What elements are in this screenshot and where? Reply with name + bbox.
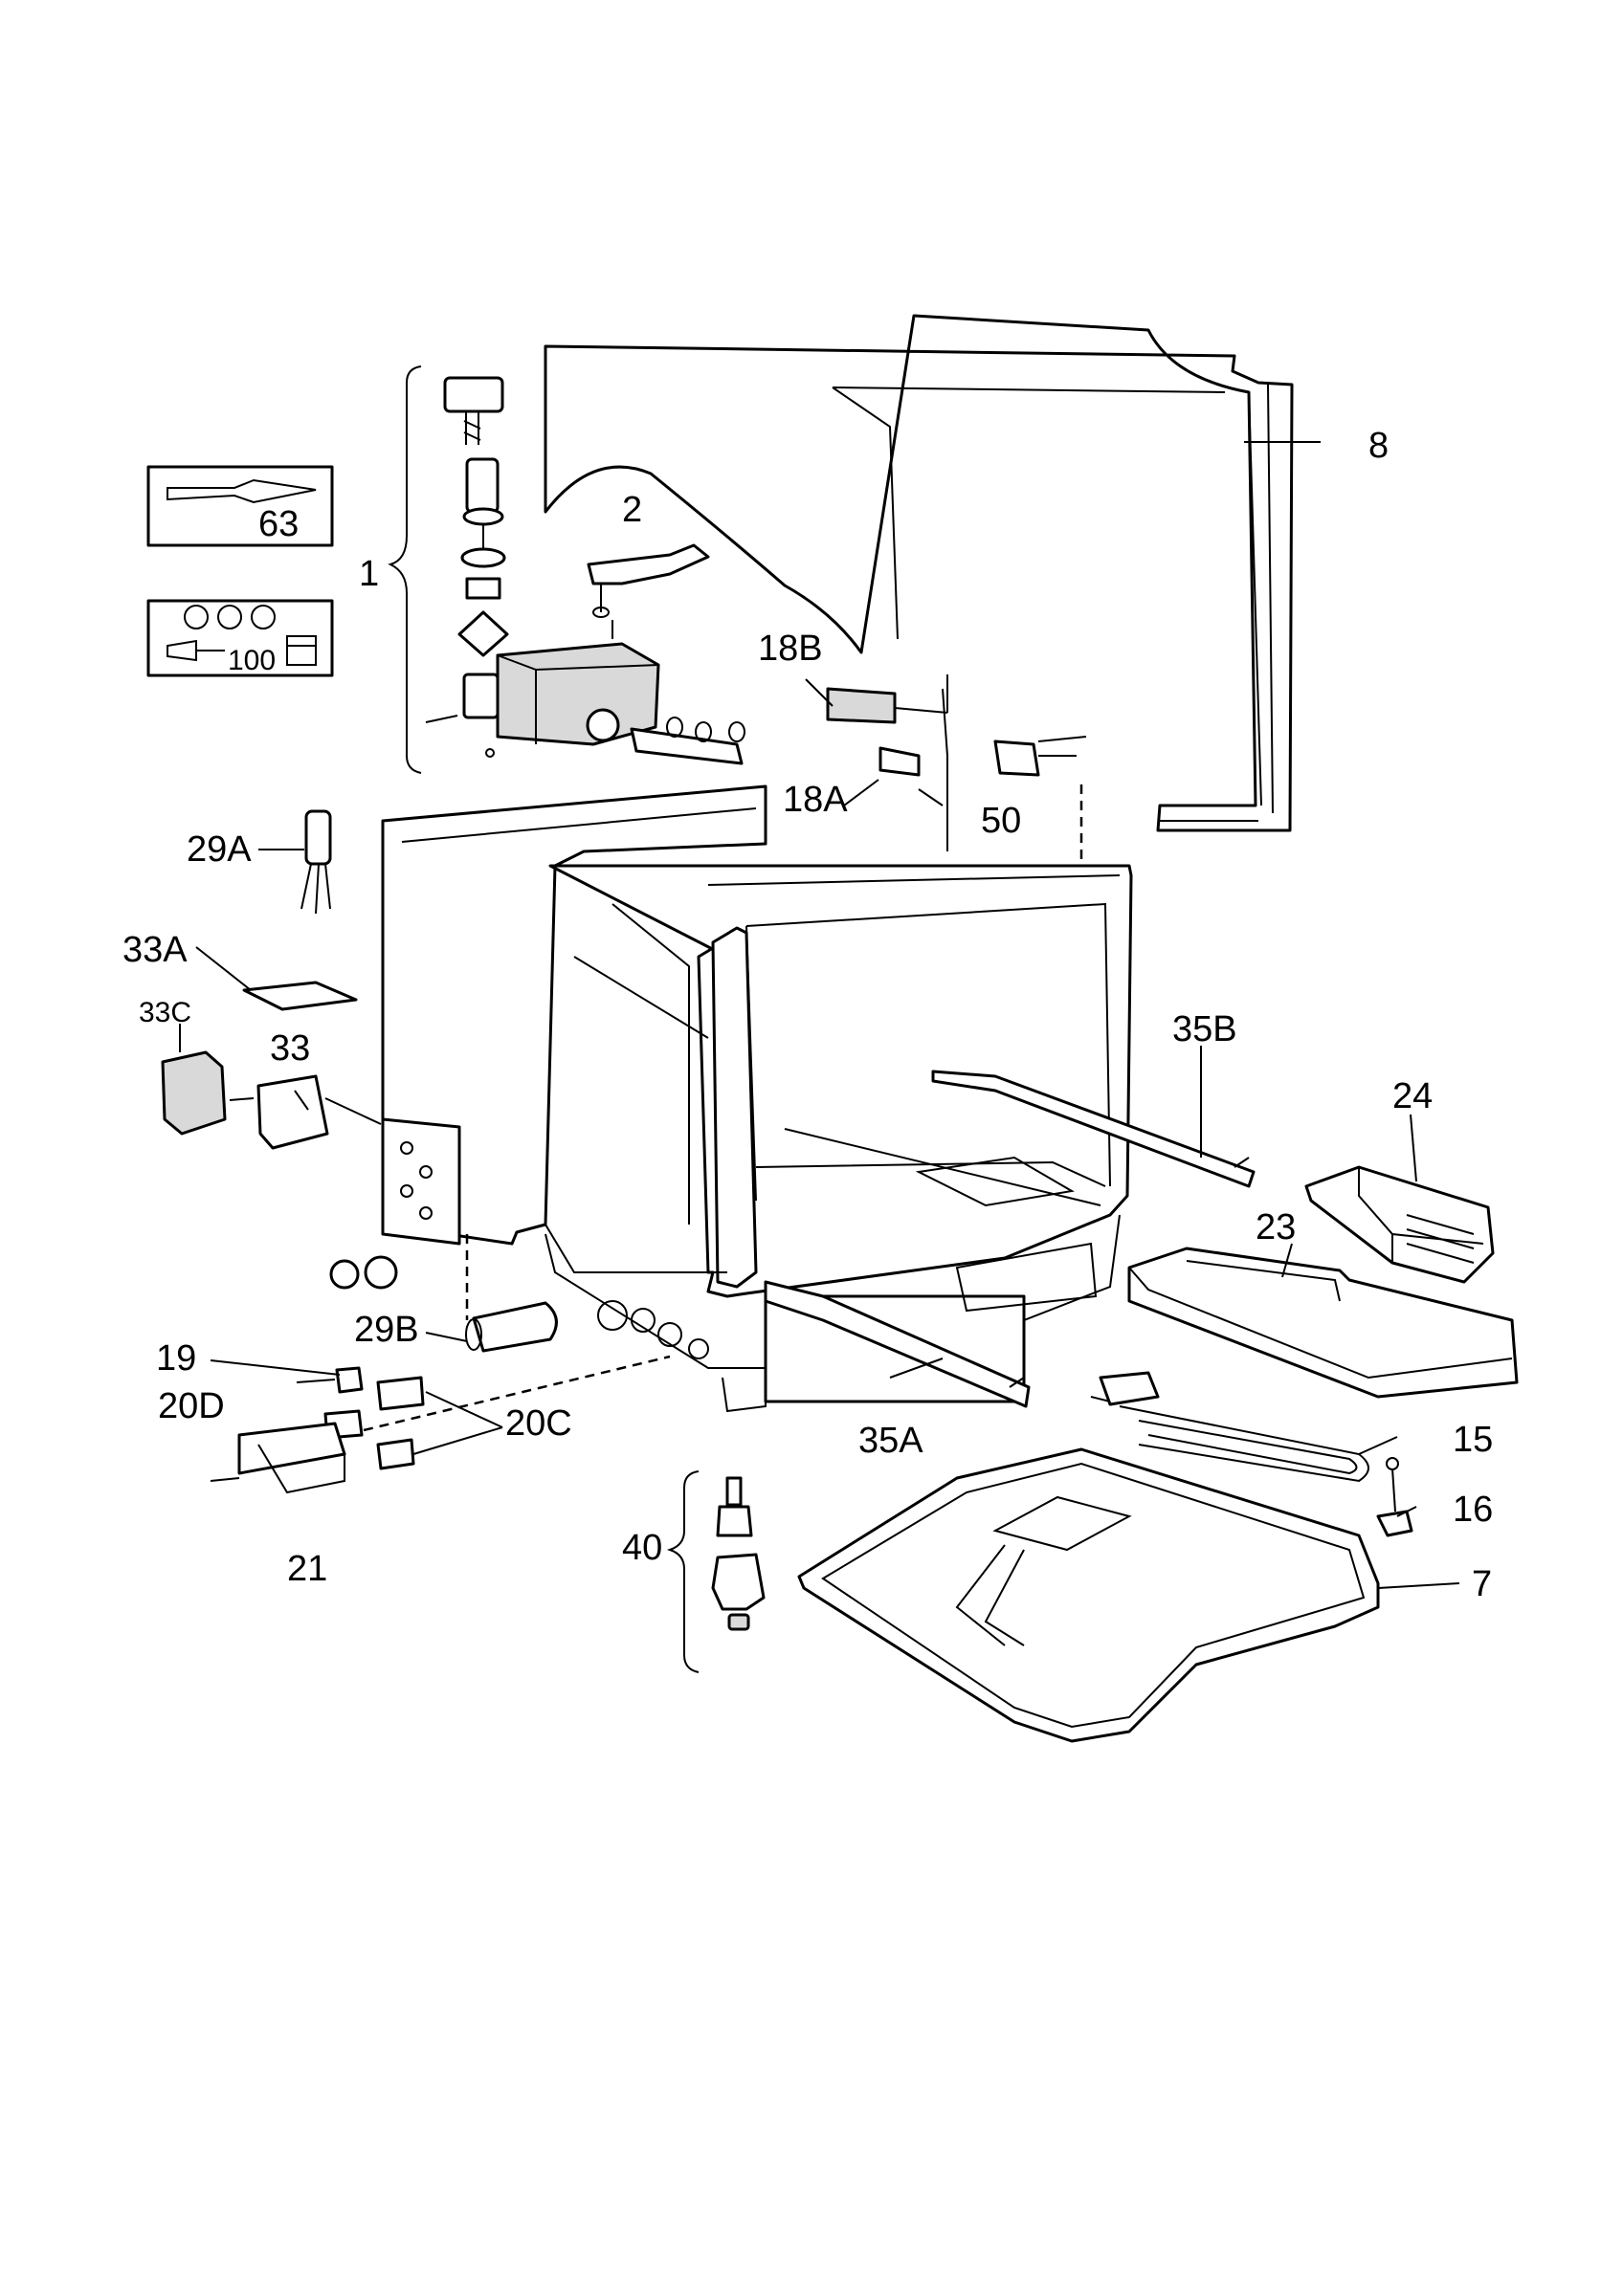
screw-set-box	[146, 599, 334, 677]
label-part-8: 8	[1368, 426, 1389, 466]
label-part-16: 16	[1453, 1490, 1493, 1530]
lever-part	[587, 543, 710, 639]
label-part-20c: 20C	[505, 1403, 572, 1444]
tool-bit-box	[146, 465, 334, 547]
clip-16	[1376, 1457, 1413, 1537]
connector-blocks	[161, 1050, 329, 1150]
label-part-2: 2	[622, 490, 642, 530]
label-part-100: 100	[228, 645, 276, 676]
rail-35a	[764, 1280, 1031, 1408]
part-labels: 1 2 8 63 100 18B 18A 50 29A 33A 33C 33 3…	[122, 426, 1493, 1604]
door-lock-assembly	[388, 365, 745, 774]
label-part-33c: 33C	[139, 997, 191, 1028]
cover-plate-33a	[242, 981, 358, 1011]
label-part-33: 33	[270, 1028, 310, 1069]
cylinder-29b	[329, 1234, 558, 1353]
top-cover-part	[544, 314, 1294, 832]
sensor-plug-parts	[210, 1355, 671, 1494]
label-part-33a: 33A	[122, 930, 188, 970]
tray-23	[1127, 1247, 1519, 1399]
label-part-29a: 29A	[187, 829, 252, 870]
filter-basket-24	[1304, 1165, 1495, 1284]
label-part-35a: 35A	[858, 1421, 923, 1461]
label-part-24: 24	[1392, 1076, 1433, 1116]
label-part-18a: 18A	[783, 780, 848, 820]
capacitor-29a	[300, 809, 332, 915]
label-part-23: 23	[1256, 1207, 1296, 1247]
base-pan-7	[797, 1447, 1380, 1743]
label-part-1: 1	[359, 554, 379, 594]
label-part-35b: 35B	[1172, 1009, 1237, 1049]
label-part-29b: 29B	[354, 1310, 419, 1350]
pump-assembly-40	[666, 1470, 766, 1673]
leader-lines	[179, 441, 1460, 1589]
label-part-15: 15	[1453, 1420, 1493, 1460]
label-part-7: 7	[1472, 1564, 1492, 1604]
label-part-18b: 18B	[758, 629, 823, 669]
label-part-21: 21	[287, 1549, 327, 1589]
label-part-19: 19	[156, 1338, 196, 1379]
rail-35b	[931, 1070, 1256, 1188]
label-part-20d: 20D	[158, 1386, 225, 1426]
switch-parts	[826, 674, 1087, 861]
label-part-50: 50	[981, 801, 1021, 841]
label-part-40: 40	[622, 1528, 662, 1568]
label-part-63: 63	[258, 504, 299, 544]
